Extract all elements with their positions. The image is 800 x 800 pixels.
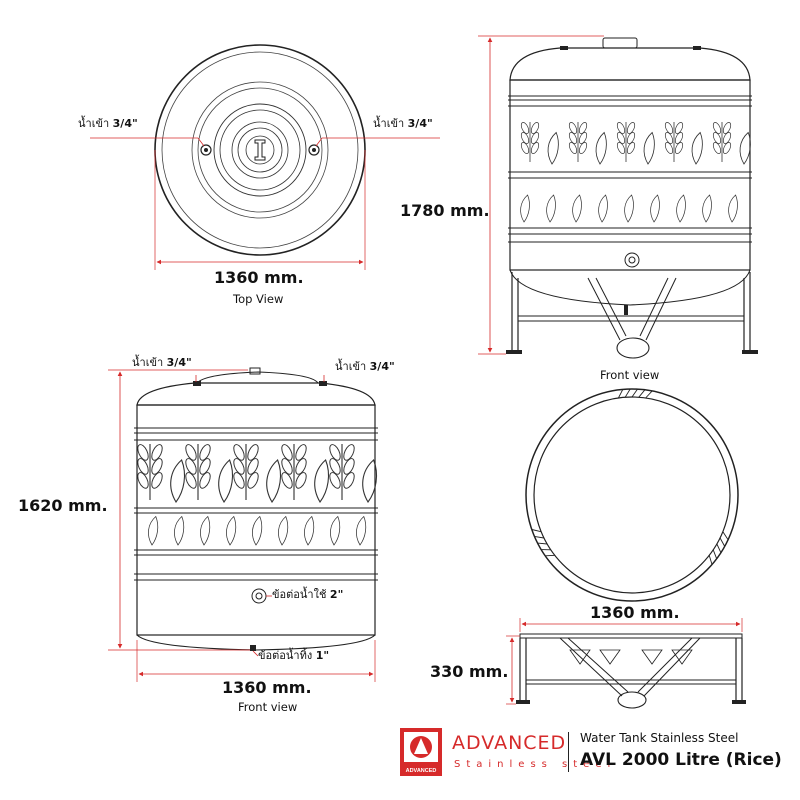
rice-grain-motif — [135, 442, 165, 501]
leaf-motif — [520, 194, 530, 223]
brand-block: ADVANCED ADVANCED Stainless steel Water … — [400, 722, 800, 800]
brand-logo-text: ADVANCED — [406, 768, 437, 774]
tank-outlet-label: ข้อต่อน้ำใช้ 2" — [272, 589, 343, 600]
leaf-motif — [330, 516, 341, 546]
top-inlet-left-size: 3/4" — [112, 117, 138, 130]
ring-brace — [534, 535, 544, 539]
ring-brace — [645, 390, 653, 399]
stand-front-height: 1780 mm. — [400, 201, 490, 220]
leaf-motif — [148, 516, 159, 546]
top-inlet-right-label: น้ำเข้า 3/4" — [373, 118, 433, 129]
ring-brace — [631, 388, 638, 398]
tank-front-caption: Front view — [238, 700, 298, 714]
tank-inlet-left-text: น้ำเข้า — [132, 356, 164, 369]
stand-front-caption: Front view — [600, 368, 660, 382]
tank-drain-text: ข้อต่อน้ำทิ้ง — [258, 649, 313, 662]
tank-height: 1620 mm. — [18, 496, 108, 515]
leaf-motif — [702, 194, 712, 223]
top-inlet-left-text: น้ำเข้า — [78, 117, 110, 130]
rice-grain-motif — [567, 120, 589, 163]
ring-brace — [638, 389, 646, 398]
top-view — [90, 44, 440, 270]
rice-grain-motif — [663, 120, 685, 163]
rice-grain-motif — [711, 120, 733, 163]
rice-grain-motif — [615, 120, 637, 163]
rice-grain-motif — [279, 442, 309, 501]
tank-inlet-left-label: น้ำเข้า 3/4" — [132, 357, 192, 368]
ring-brace — [708, 555, 713, 565]
stand-top-view — [525, 388, 739, 602]
leaf-motif — [547, 132, 559, 165]
leaf-motif — [304, 516, 315, 546]
tank-drain-label: ข้อต่อน้ำทิ้ง 1" — [258, 650, 329, 661]
rice-grain-motif — [519, 120, 541, 163]
ring-brace — [617, 389, 624, 399]
ring-brace — [719, 537, 726, 547]
brand-sub: Stainless steel — [454, 759, 617, 770]
brand-divider — [568, 732, 569, 772]
leaf-motif — [572, 194, 582, 223]
tank-inlet-right-text: น้ำเข้า — [335, 360, 367, 373]
front-view-tank — [108, 367, 378, 682]
ring-brace — [712, 549, 718, 559]
leaf-motif — [595, 132, 607, 165]
leaf-motif — [278, 516, 289, 546]
leaf-motif — [728, 194, 738, 223]
rice-grain-motif — [327, 442, 357, 501]
brand-logo: ADVANCED — [400, 728, 442, 776]
tank-inlet-right-size: 3/4" — [369, 360, 395, 373]
leaf-motif — [170, 459, 186, 503]
leaf-motif — [200, 516, 211, 546]
tank-outlet-text: ข้อต่อน้ำใช้ — [272, 588, 327, 601]
ring-brace — [716, 543, 722, 553]
ring-brace — [531, 529, 542, 533]
tank-inlet-left-size: 3/4" — [166, 356, 192, 369]
ring-brace — [722, 531, 729, 541]
leaf-motif — [691, 132, 703, 165]
leaf-motif — [218, 459, 234, 503]
ring-brace — [545, 554, 555, 557]
top-inlet-left-label: น้ำเข้า 3/4" — [78, 118, 138, 129]
leaf-motif — [356, 516, 367, 546]
leaf-motif — [546, 194, 556, 223]
stand-width: 1360 mm. — [590, 603, 680, 622]
ring-brace — [624, 388, 631, 398]
leaf-motif — [174, 516, 185, 546]
top-view-caption: Top View — [233, 292, 284, 306]
leaf-motif — [314, 459, 330, 503]
rice-grain-motif — [231, 442, 261, 501]
leaf-motif — [252, 516, 263, 546]
top-view-width: 1360 mm. — [214, 268, 304, 287]
leaf-motif — [676, 194, 686, 223]
leaf-motif — [739, 132, 751, 165]
leaf-motif — [624, 194, 634, 223]
leaf-motif — [266, 459, 282, 503]
brand-name: ADVANCED — [452, 732, 567, 754]
top-inlet-right-text: น้ำเข้า — [373, 117, 405, 130]
leaf-motif — [643, 132, 655, 165]
tank-inlet-right-label: น้ำเข้า 3/4" — [335, 361, 395, 372]
product-line: Water Tank Stainless Steel — [580, 731, 739, 745]
leaf-motif — [650, 194, 660, 223]
stand-side-view — [506, 618, 746, 709]
leaf-motif — [226, 516, 237, 546]
leaf-motif — [598, 194, 608, 223]
ring-brace — [537, 542, 548, 545]
front-view-with-stand — [478, 35, 758, 359]
top-inlet-right-size: 3/4" — [407, 117, 433, 130]
stand-height: 330 mm. — [430, 662, 509, 681]
tank-outlet-size: 2" — [329, 588, 344, 601]
rice-grain-motif — [183, 442, 213, 501]
tank-drain-size: 1" — [315, 649, 330, 662]
tank-width: 1360 mm. — [222, 678, 312, 697]
product-model: AVL 2000 Litre (Rice) — [580, 750, 782, 770]
